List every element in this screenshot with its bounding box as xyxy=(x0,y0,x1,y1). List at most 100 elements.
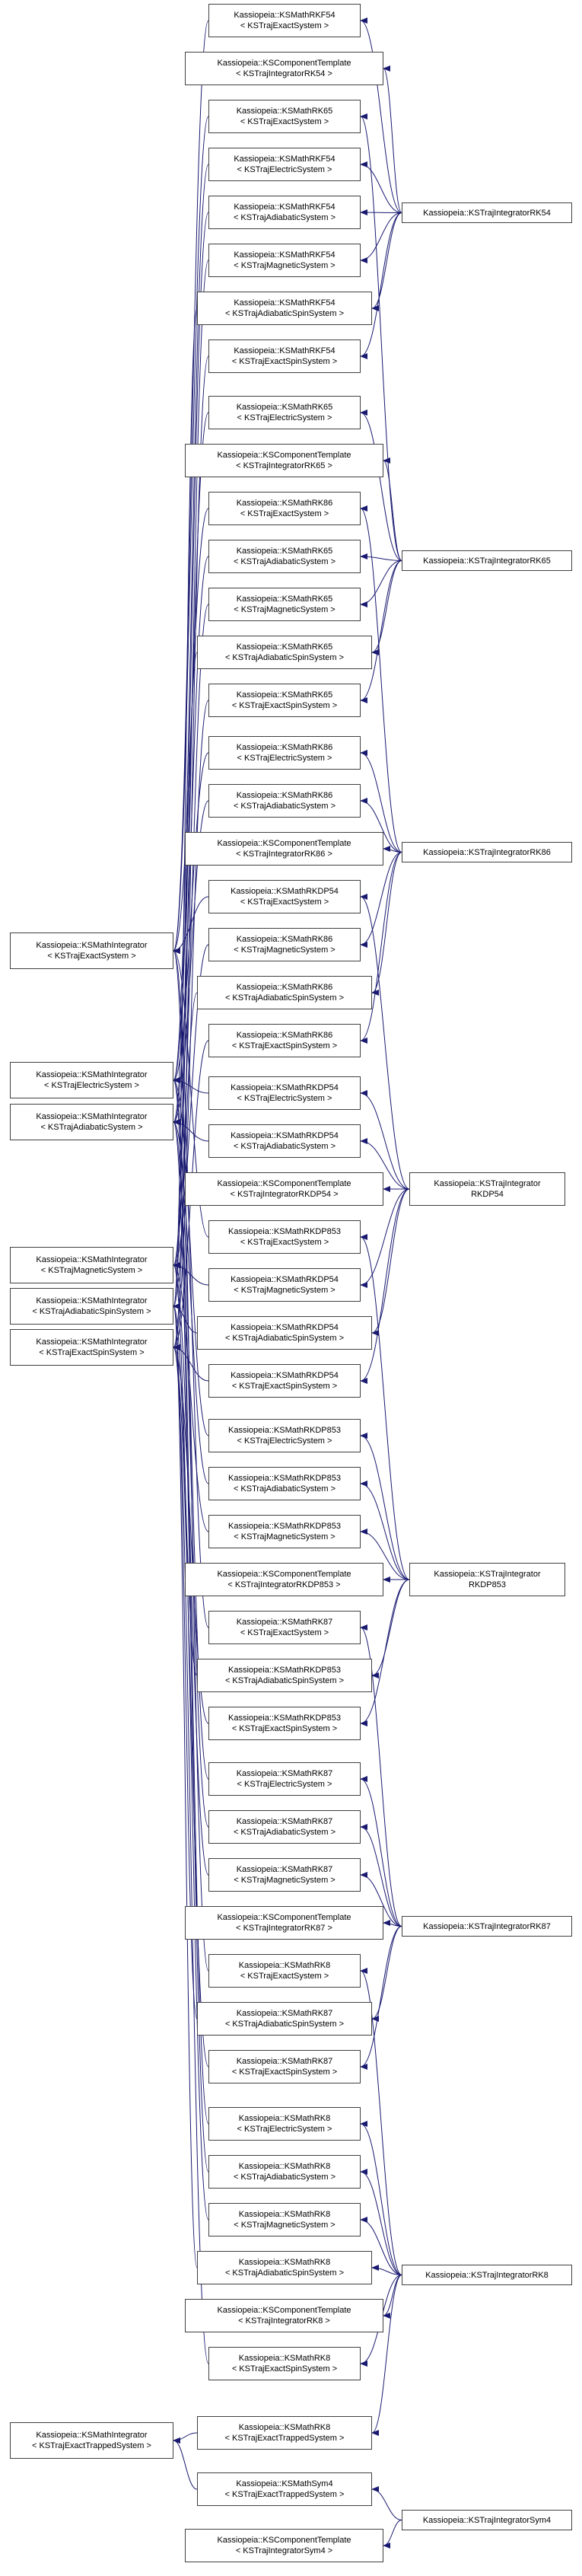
class-node-int-rk8[interactable]: Kassiopeia::KSTrajIntegratorRK8 xyxy=(402,2265,572,2285)
class-node-rkf54-magn[interactable]: Kassiopeia::KSMathRKF54< KSTrajMagneticS… xyxy=(208,244,361,277)
class-node-rkdp54-exact[interactable]: Kassiopeia::KSMathRKDP54< KSTrajExactSys… xyxy=(208,880,361,913)
class-node-label: < KSTrajElectricSystem > xyxy=(237,165,332,174)
class-node-mi-adspin[interactable]: Kassiopeia::KSMathIntegrator< KSTrajAdia… xyxy=(10,1288,173,1325)
class-node-int-sym4[interactable]: Kassiopeia::KSTrajIntegratorSym4 xyxy=(402,2510,572,2530)
class-node-ct-rkdp853[interactable]: Kassiopeia::KSComponentTemplate< KSTrajI… xyxy=(185,1563,383,1596)
class-node-label: < KSTrajElectricSystem > xyxy=(237,2125,332,2134)
class-node-rkdp54-exspin[interactable]: Kassiopeia::KSMathRKDP54< KSTrajExactSpi… xyxy=(208,1364,361,1398)
class-node-rk86-adspin[interactable]: Kassiopeia::KSMathRK86< KSTrajAdiabaticS… xyxy=(197,976,372,1009)
inheritance-edge xyxy=(383,65,402,213)
class-node-rk65-adiab[interactable]: Kassiopeia::KSMathRK65< KSTrajAdiabaticS… xyxy=(208,540,361,573)
class-node-rk86-magn[interactable]: Kassiopeia::KSMathRK86< KSTrajMagneticSy… xyxy=(208,928,361,961)
inheritance-edge xyxy=(360,1872,402,1927)
class-node-rk8-adspin[interactable]: Kassiopeia::KSMathRK8< KSTrajAdiabaticSp… xyxy=(197,2251,372,2284)
class-node-rk87-exact[interactable]: Kassiopeia::KSMathRK87< KSTrajExactSyste… xyxy=(208,1611,361,1644)
class-node-rkdp54-magn[interactable]: Kassiopeia::KSMathRKDP54< KSTrajMagnetic… xyxy=(208,1268,361,1302)
inheritance-edge xyxy=(173,2432,198,2444)
class-node-rk65-exspin[interactable]: Kassiopeia::KSMathRK65< KSTrajExactSpinS… xyxy=(208,684,361,717)
class-node-label: < KSTrajIntegratorRK87 > xyxy=(236,1924,332,1933)
class-node-rkf54-exspin[interactable]: Kassiopeia::KSMathRKF54< KSTrajExactSpin… xyxy=(208,340,361,373)
class-node-rk8-exact[interactable]: Kassiopeia::KSMathRK8< KSTrajExactSystem… xyxy=(208,1954,361,1988)
class-node-label: < KSTrajAdiabaticSystem > xyxy=(233,1142,336,1151)
class-node-label: < KSTrajAdiabaticSpinSystem > xyxy=(224,2020,345,2029)
class-node-int-rk54[interactable]: Kassiopeia::KSTrajIntegratorRK54 xyxy=(402,202,572,223)
class-node-mi-exspin[interactable]: Kassiopeia::KSMathIntegrator< KSTrajExac… xyxy=(10,1329,173,1366)
class-node-rkdp54-adiab[interactable]: Kassiopeia::KSMathRKDP54< KSTrajAdiabati… xyxy=(208,1124,361,1158)
class-node-ct-rk54[interactable]: Kassiopeia::KSComponentTemplate< KSTrajI… xyxy=(185,52,383,85)
class-node-rk86-adiab[interactable]: Kassiopeia::KSMathRK86< KSTrajAdiabaticS… xyxy=(208,784,361,818)
class-node-mi-adiab[interactable]: Kassiopeia::KSMathIntegrator< KSTrajAdia… xyxy=(10,1104,173,1140)
class-node-rkf54-adspin[interactable]: Kassiopeia::KSMathRKF54< KSTrajAdiabatic… xyxy=(197,292,372,325)
class-node-rkdp853-elec[interactable]: Kassiopeia::KSMathRKDP853< KSTrajElectri… xyxy=(208,1419,361,1452)
class-node-rkdp853-magn[interactable]: Kassiopeia::KSMathRKDP853< KSTrajMagneti… xyxy=(208,1515,361,1548)
class-node-label: Kassiopeia::KSMathIntegrator xyxy=(36,1255,148,1264)
inheritance-edge xyxy=(173,1303,198,2268)
class-node-ct-rkdp54[interactable]: Kassiopeia::KSComponentTemplate< KSTrajI… xyxy=(185,1172,383,1206)
class-node-rk8-trapped[interactable]: Kassiopeia::KSMathRK8< KSTrajExactTrappe… xyxy=(197,2416,372,2450)
class-node-rkdp54-adspin[interactable]: Kassiopeia::KSMathRKDP54< KSTrajAdiabati… xyxy=(197,1316,372,1350)
class-node-label: < KSTrajIntegratorRK65 > xyxy=(236,461,332,470)
class-node-label: Kassiopeia::KSTrajIntegratorRK54 xyxy=(423,208,551,218)
class-node-int-rk86[interactable]: Kassiopeia::KSTrajIntegratorRK86 xyxy=(402,842,572,862)
class-node-label: < KSTrajExactSystem > xyxy=(240,1972,329,1981)
class-node-rkf54-adiab[interactable]: Kassiopeia::KSMathRKF54< KSTrajAdiabatic… xyxy=(208,196,361,229)
class-node-mi-exact[interactable]: Kassiopeia::KSMathIntegrator< KSTrajExac… xyxy=(10,933,173,969)
inheritance-edge xyxy=(173,308,198,1309)
class-node-label: Kassiopeia::KSMathRK86 xyxy=(236,983,333,992)
class-node-rk8-elec[interactable]: Kassiopeia::KSMathRK8< KSTrajElectricSys… xyxy=(208,2107,361,2141)
class-node-label: < KSTrajExactSpinSystem > xyxy=(231,1724,338,1733)
class-node-label: < KSTrajExactSystem > xyxy=(240,21,329,30)
class-node-mi-trapped[interactable]: Kassiopeia::KSMathIntegrator< KSTrajExac… xyxy=(10,2422,173,2459)
class-node-label: < KSTrajMagneticSystem > xyxy=(234,1876,336,1885)
class-node-ct-rk8[interactable]: Kassiopeia::KSComponentTemplate< KSTrajI… xyxy=(185,2299,383,2332)
class-node-rk87-adiab[interactable]: Kassiopeia::KSMathRK87< KSTrajAdiabaticS… xyxy=(208,1810,361,1844)
class-node-rk86-exspin[interactable]: Kassiopeia::KSMathRK86< KSTrajExactSpinS… xyxy=(208,1024,361,1057)
class-node-label: < KSTrajExactSpinSystem > xyxy=(231,2364,338,2374)
class-node-rkdp853-adspin[interactable]: Kassiopeia::KSMathRKDP853< KSTrajAdiabat… xyxy=(197,1659,372,1692)
inheritance-edge xyxy=(360,750,402,853)
inheritance-edge xyxy=(371,560,402,655)
class-node-rk65-adspin[interactable]: Kassiopeia::KSMathRK65< KSTrajAdiabaticS… xyxy=(197,636,372,669)
class-node-label: Kassiopeia::KSMathRK87 xyxy=(236,1618,333,1627)
class-node-mi-magn[interactable]: Kassiopeia::KSMathIntegrator< KSTrajMagn… xyxy=(10,1247,173,1283)
class-node-rk65-exact[interactable]: Kassiopeia::KSMathRK65< KSTrajExactSyste… xyxy=(208,100,361,133)
class-node-rk87-adspin[interactable]: Kassiopeia::KSMathRK87< KSTrajAdiabaticS… xyxy=(197,2002,372,2036)
inheritance-edge xyxy=(383,2520,402,2549)
class-node-rkdp853-adiab[interactable]: Kassiopeia::KSMathRKDP853< KSTrajAdiabat… xyxy=(208,1467,361,1500)
class-node-rk86-elec[interactable]: Kassiopeia::KSMathRK86< KSTrajElectricSy… xyxy=(208,736,361,770)
class-node-label: Kassiopeia::KSTrajIntegratorRK65 xyxy=(423,556,551,566)
class-node-sym4-trapped[interactable]: Kassiopeia::KSMathSym4< KSTrajExactTrapp… xyxy=(197,2472,372,2506)
class-node-rkdp54-elec[interactable]: Kassiopeia::KSMathRKDP54< KSTrajElectric… xyxy=(208,1076,361,1110)
class-node-rk8-magn[interactable]: Kassiopeia::KSMathRK8< KSTrajMagneticSys… xyxy=(208,2203,361,2236)
class-node-int-rk87[interactable]: Kassiopeia::KSTrajIntegratorRK87 xyxy=(402,1916,572,1937)
class-node-rkf54-exact[interactable]: Kassiopeia::KSMathRKF54< KSTrajExactSyst… xyxy=(208,4,361,37)
inheritance-edge xyxy=(360,1188,410,1288)
class-node-ct-rk87[interactable]: Kassiopeia::KSComponentTemplate< KSTrajI… xyxy=(185,1906,383,1940)
class-node-rk8-adiab[interactable]: Kassiopeia::KSMathRK8< KSTrajAdiabaticSy… xyxy=(208,2155,361,2189)
class-node-label: Kassiopeia::KSComponentTemplate xyxy=(217,2536,351,2545)
class-node-rk8-exspin[interactable]: Kassiopeia::KSMathRK8< KSTrajExactSpinSy… xyxy=(208,2347,361,2380)
class-node-label: < KSTrajMagneticSystem > xyxy=(234,1286,336,1295)
inheritance-edge xyxy=(360,852,402,1044)
class-node-label: Kassiopeia::KSMathIntegrator xyxy=(36,941,148,950)
class-node-rkdp853-exact[interactable]: Kassiopeia::KSMathRKDP853< KSTrajExactSy… xyxy=(208,1220,361,1254)
class-node-rk65-elec[interactable]: Kassiopeia::KSMathRK65< KSTrajElectricSy… xyxy=(208,396,361,429)
class-node-int-rk65[interactable]: Kassiopeia::KSTrajIntegratorRK65 xyxy=(402,550,572,571)
class-node-rk87-magn[interactable]: Kassiopeia::KSMathRK87< KSTrajMagneticSy… xyxy=(208,1858,361,1892)
class-node-rk65-magn[interactable]: Kassiopeia::KSMathRK65< KSTrajMagneticSy… xyxy=(208,588,361,621)
class-node-mi-electric[interactable]: Kassiopeia::KSMathIntegrator< KSTrajElec… xyxy=(10,1062,173,1098)
inheritance-edge xyxy=(360,1968,402,2275)
class-node-label: < KSTrajExactSpinSystem > xyxy=(39,1348,145,1357)
class-node-rk86-exact[interactable]: Kassiopeia::KSMathRK86< KSTrajExactSyste… xyxy=(208,492,361,525)
class-node-ct-rk65[interactable]: Kassiopeia::KSComponentTemplate< KSTrajI… xyxy=(185,444,383,477)
class-node-rkdp853-exspin[interactable]: Kassiopeia::KSMathRKDP853< KSTrajExactSp… xyxy=(208,1707,361,1740)
class-node-rkf54-elec[interactable]: Kassiopeia::KSMathRKF54< KSTrajElectricS… xyxy=(208,148,361,181)
class-node-label: Kassiopeia::KSMathRKF54 xyxy=(234,155,336,164)
class-node-ct-rk86[interactable]: Kassiopeia::KSComponentTemplate< KSTrajI… xyxy=(185,832,383,866)
class-node-label: < KSTrajAdiabaticSystem > xyxy=(233,213,336,222)
class-node-rk87-elec[interactable]: Kassiopeia::KSMathRK87< KSTrajElectricSy… xyxy=(208,1762,361,1796)
class-node-rk87-exspin[interactable]: Kassiopeia::KSMathRK87< KSTrajExactSpinS… xyxy=(208,2050,361,2083)
class-node-ct-sym4[interactable]: Kassiopeia::KSComponentTemplate< KSTrajI… xyxy=(185,2529,383,2562)
